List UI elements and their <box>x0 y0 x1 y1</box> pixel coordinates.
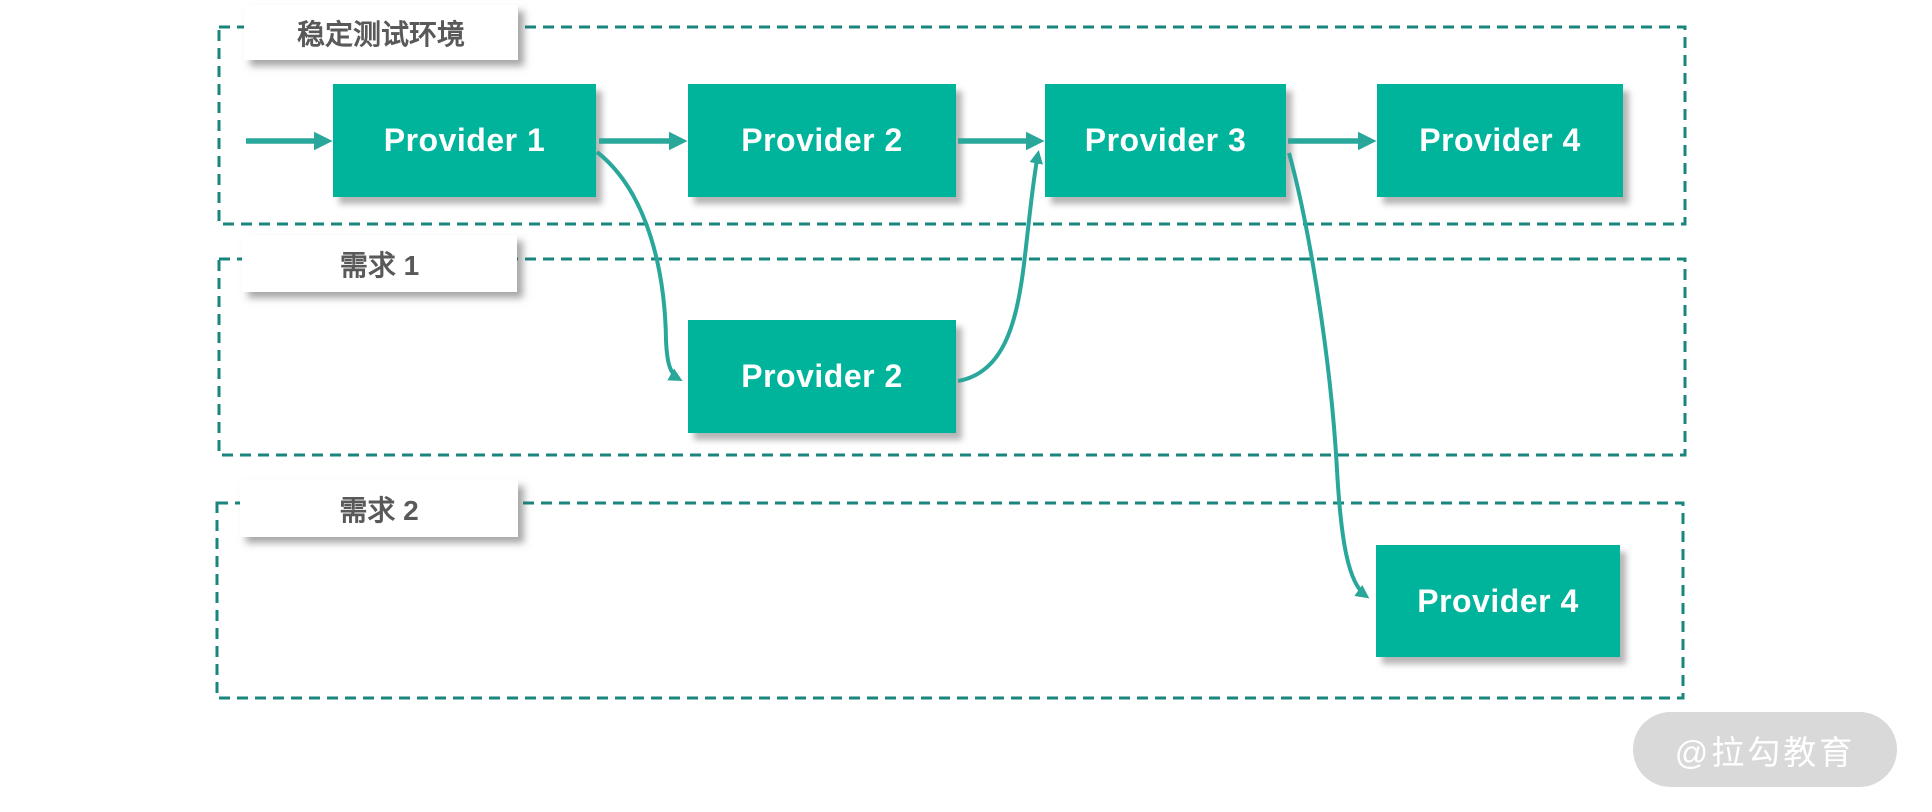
arrow-p1-to-p2b <box>595 150 683 381</box>
node-provider-2-req1: Provider 2 <box>688 320 956 433</box>
node-provider-4: Provider 4 <box>1377 84 1623 197</box>
group-label-stable-env: 稳定测试环境 <box>244 5 518 60</box>
arrow-p2b-to-p3 <box>957 149 1043 383</box>
group-label-req-1: 需求 1 <box>242 235 517 292</box>
node-provider-2: Provider 2 <box>688 84 956 197</box>
arrow-p3-to-p4b <box>1287 152 1370 599</box>
node-provider-4-req2: Provider 4 <box>1376 545 1620 657</box>
group-label-req-2: 需求 2 <box>240 480 518 537</box>
watermark-badge: @拉勾教育 <box>1633 712 1897 787</box>
node-provider-3: Provider 3 <box>1045 84 1286 197</box>
node-provider-1: Provider 1 <box>333 84 596 197</box>
